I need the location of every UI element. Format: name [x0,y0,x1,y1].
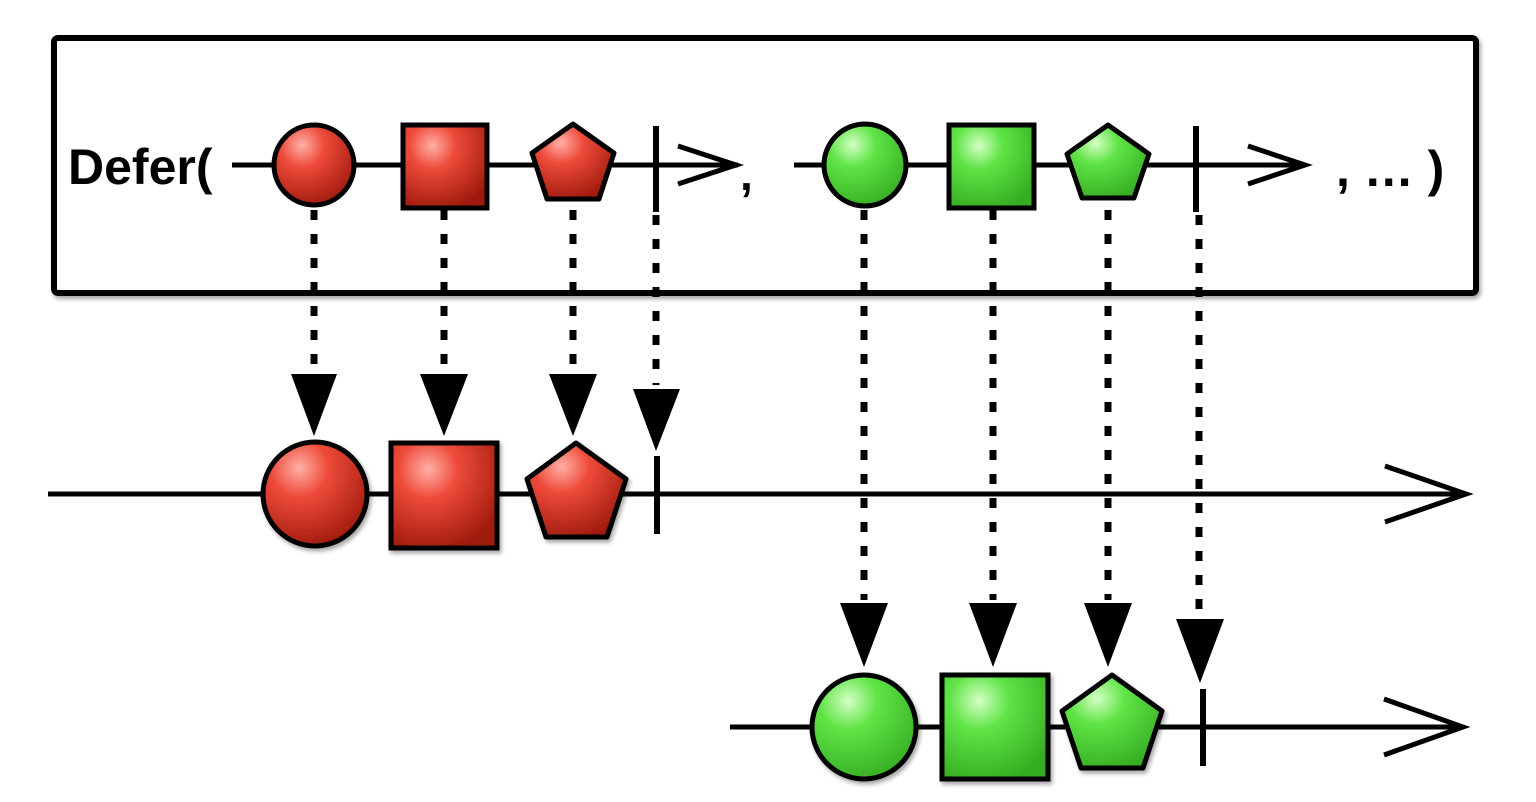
arrowhead-down [549,374,597,436]
red-square-marble [400,122,490,211]
timeline-arrowhead [1384,463,1474,525]
ellipsis-label: , … ) [1336,141,1444,197]
arrowhead-down [291,374,337,436]
green-circle-marble [809,672,919,782]
output-timeline-green [730,672,1471,782]
red-pentagon-marble [524,440,629,540]
red-square-marble [388,440,500,551]
projection-arrows [310,210,1203,615]
green-circle-marble [821,121,909,209]
observable-timeline-green [794,121,1313,212]
timeline-arrowhead [677,143,745,187]
arrowhead-down [420,374,468,436]
green-square-marble [939,672,1051,782]
defer-label: Defer( [68,139,213,195]
arrowhead-down [633,389,680,451]
red-circle-marble [260,439,370,549]
green-pentagon-marble [1059,672,1165,771]
arrowhead-down [1084,603,1132,667]
timeline-arrowhead [1247,143,1313,187]
arrowhead-down [1176,619,1224,683]
green-square-marble [946,122,1037,211]
timeline-arrowhead [1383,696,1471,758]
separator-comma: , [740,148,753,200]
defer-operator-box [51,35,1479,296]
observable-timeline-red [232,121,745,212]
arrowhead-down [969,603,1017,667]
arrowhead-down [840,603,888,667]
green-pentagon-marble [1064,122,1152,201]
red-circle-marble [271,122,357,208]
output-timeline-red [48,439,1474,551]
projection-arrowheads [291,374,1224,683]
red-pentagon-marble [529,121,617,202]
